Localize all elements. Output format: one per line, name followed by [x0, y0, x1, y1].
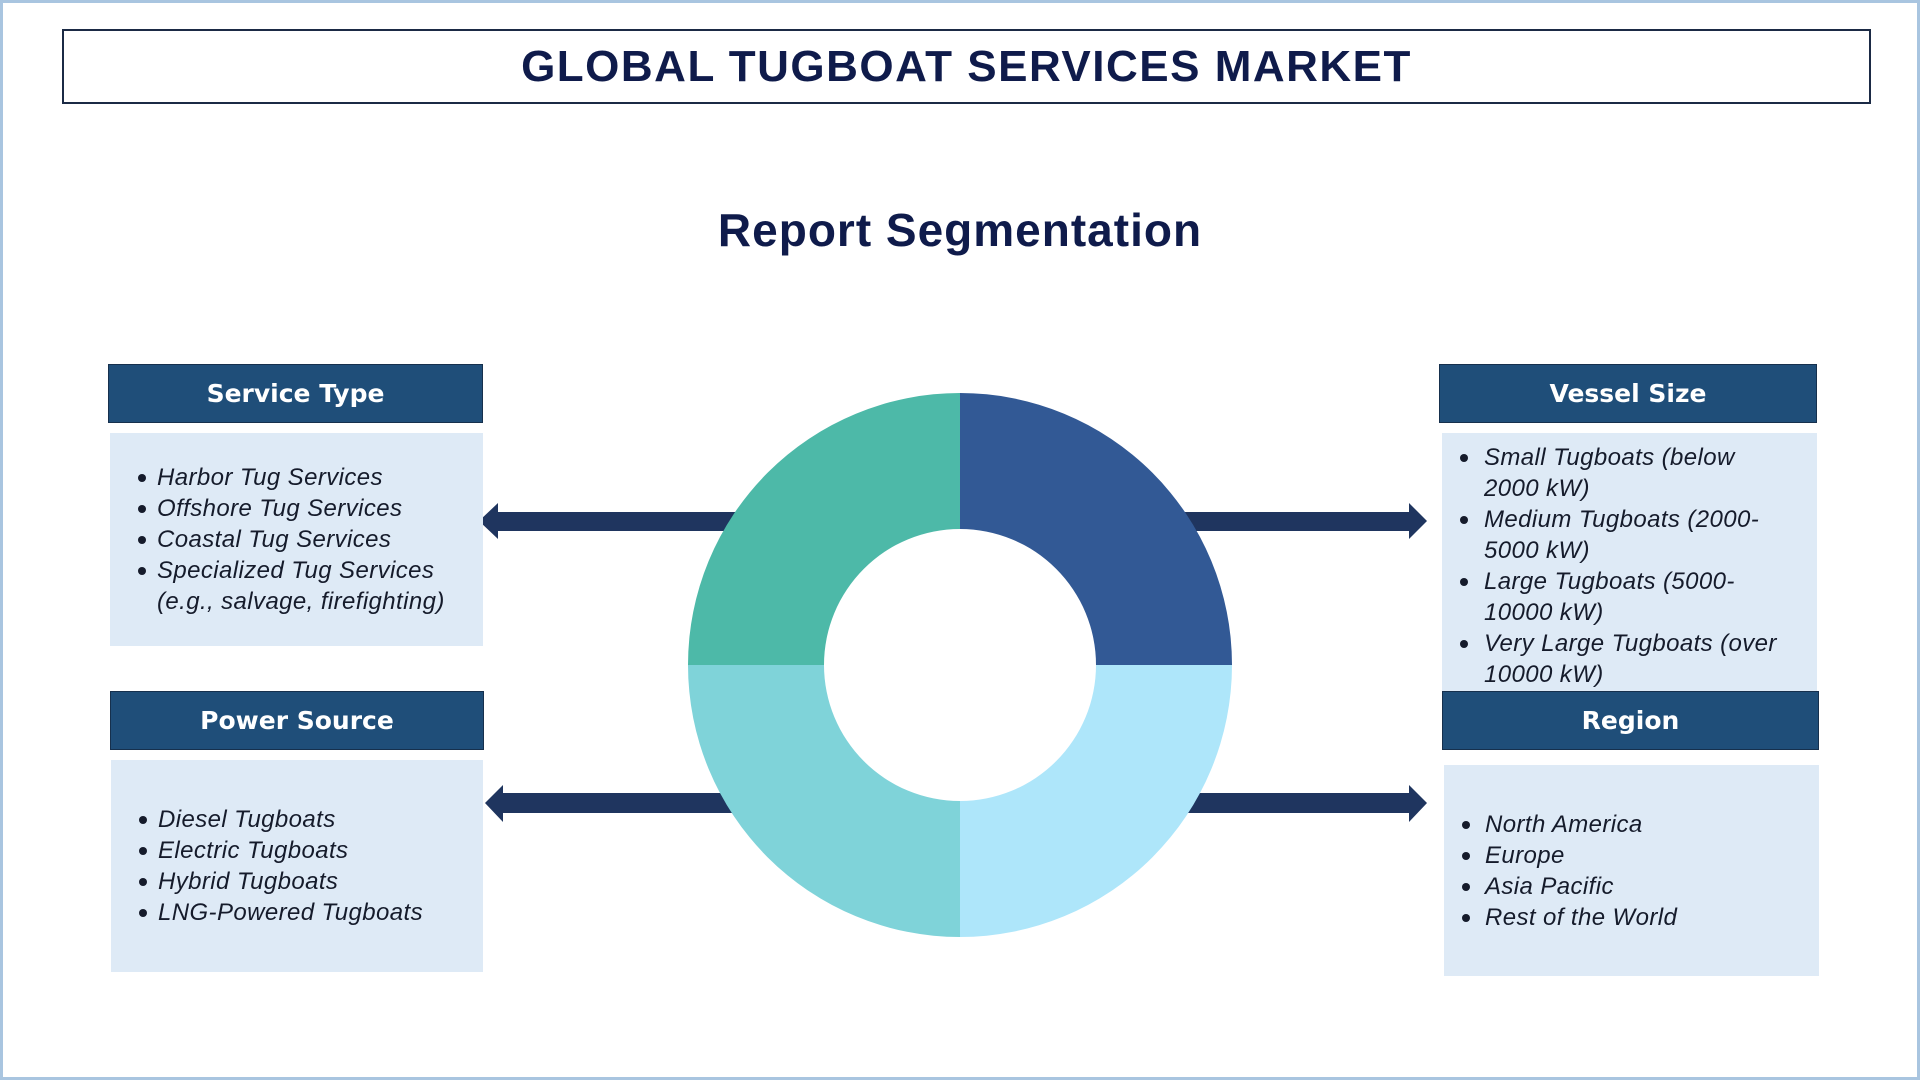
list-item: Medium Tugboats (2000- 5000 kW) — [1442, 504, 1817, 566]
bullet-icon — [1460, 578, 1468, 586]
list-item: North America — [1444, 809, 1819, 840]
bullet-icon — [138, 505, 146, 513]
item-text: Europe — [1485, 841, 1565, 869]
bullet-icon — [1460, 454, 1468, 462]
list-item: Specialized Tug Services (e.g., salvage,… — [110, 555, 483, 617]
item-text: Specialized Tug Services — [157, 557, 435, 584]
list-item: Asia Pacific — [1444, 871, 1819, 902]
segment-title: Service Type — [206, 379, 385, 408]
bullet-icon — [139, 847, 147, 855]
bullet-icon — [1460, 640, 1468, 648]
item-text: Offshore Tug Services — [157, 495, 403, 522]
item-text: Asia Pacific — [1485, 872, 1614, 900]
bullet-icon — [138, 567, 146, 575]
item-text: Rest of the World — [1485, 903, 1678, 931]
segment-list: Harbor Tug Services Offshore Tug Service… — [110, 462, 483, 617]
item-text: Diesel Tugboats — [158, 806, 336, 833]
list-item: Coastal Tug Services — [110, 524, 483, 555]
arrow-left-bottom-icon — [485, 785, 780, 822]
item-text: Very Large Tugboats (over — [1484, 630, 1777, 657]
segment-title: Power Source — [200, 706, 394, 735]
item-text-continued: 10000 kW) — [1484, 661, 1604, 688]
list-item: Small Tugboats (below 2000 kW) — [1442, 442, 1817, 504]
segment-header-power-source: Power Source — [110, 691, 484, 750]
bullet-icon — [1462, 820, 1470, 829]
segment-title: Vessel Size — [1549, 379, 1707, 408]
item-text-continued: 2000 kW) — [1484, 475, 1590, 502]
segment-title: Region — [1581, 706, 1680, 735]
list-item: Electric Tugboats — [111, 835, 483, 866]
item-text: LNG-Powered Tugboats — [158, 899, 424, 926]
bullet-icon — [1462, 882, 1470, 891]
item-text-continued: 10000 kW) — [1484, 599, 1604, 626]
list-item: Europe — [1444, 840, 1819, 871]
segment-header-vessel-size: Vessel Size — [1439, 364, 1817, 423]
donut-chart — [688, 393, 1232, 937]
item-text: Coastal Tug Services — [157, 526, 392, 553]
donut-segment-top-right — [960, 393, 1232, 665]
item-text: Medium Tugboats (2000- — [1484, 506, 1760, 533]
bullet-icon — [1462, 851, 1470, 860]
arrow-right-top-icon — [1140, 503, 1427, 539]
item-text-continued: 5000 kW) — [1484, 537, 1590, 564]
arrow-right-bottom-icon — [1140, 785, 1427, 822]
list-item: Hybrid Tugboats — [111, 866, 483, 897]
list-item: LNG-Powered Tugboats — [111, 897, 483, 928]
segment-body-power-source: Diesel Tugboats Electric Tugboats Hybrid… — [111, 760, 483, 972]
bullet-icon — [138, 474, 146, 482]
item-text: Small Tugboats (below — [1484, 444, 1735, 471]
section-heading: Report Segmentation — [717, 204, 1203, 256]
title-banner: GLOBAL TUGBOAT SERVICES MARKET — [62, 29, 1871, 104]
page-title: GLOBAL TUGBOAT SERVICES MARKET — [521, 41, 1412, 91]
bullet-icon — [1460, 516, 1468, 524]
list-item: Offshore Tug Services — [110, 493, 483, 524]
segment-list: Small Tugboats (below 2000 kW) Medium Tu… — [1442, 442, 1817, 690]
segment-header-service-type: Service Type — [108, 364, 483, 423]
bullet-icon — [139, 909, 147, 917]
bullet-icon — [139, 878, 147, 886]
segment-list: North America Europe Asia Pacific Rest o… — [1444, 809, 1819, 933]
item-text-continued: (e.g., salvage, firefighting) — [157, 588, 445, 615]
list-item: Large Tugboats (5000- 10000 kW) — [1442, 566, 1817, 628]
segment-body-service-type: Harbor Tug Services Offshore Tug Service… — [110, 433, 483, 646]
donut-segment-bottom-right — [960, 665, 1232, 937]
segment-list: Diesel Tugboats Electric Tugboats Hybrid… — [111, 804, 483, 928]
donut-segment-bottom-left — [688, 665, 960, 937]
bullet-icon — [138, 536, 146, 544]
bullet-icon — [139, 816, 147, 824]
list-item: Very Large Tugboats (over 10000 kW) — [1442, 628, 1817, 690]
item-text: Large Tugboats (5000- — [1484, 568, 1735, 595]
arrow-left-top-icon — [479, 503, 780, 539]
item-text: Harbor Tug Services — [157, 464, 383, 491]
segment-header-region: Region — [1442, 691, 1819, 750]
segment-body-region: North America Europe Asia Pacific Rest o… — [1444, 765, 1819, 976]
item-text: Hybrid Tugboats — [158, 868, 339, 895]
segment-body-vessel-size: Small Tugboats (below 2000 kW) Medium Tu… — [1442, 433, 1817, 691]
list-item: Diesel Tugboats — [111, 804, 483, 835]
list-item: Harbor Tug Services — [110, 462, 483, 493]
donut-segment-top-left — [688, 393, 960, 665]
bullet-icon — [1462, 913, 1470, 922]
item-text: North America — [1485, 810, 1643, 838]
item-text: Electric Tugboats — [158, 837, 349, 864]
list-item: Rest of the World — [1444, 902, 1819, 933]
